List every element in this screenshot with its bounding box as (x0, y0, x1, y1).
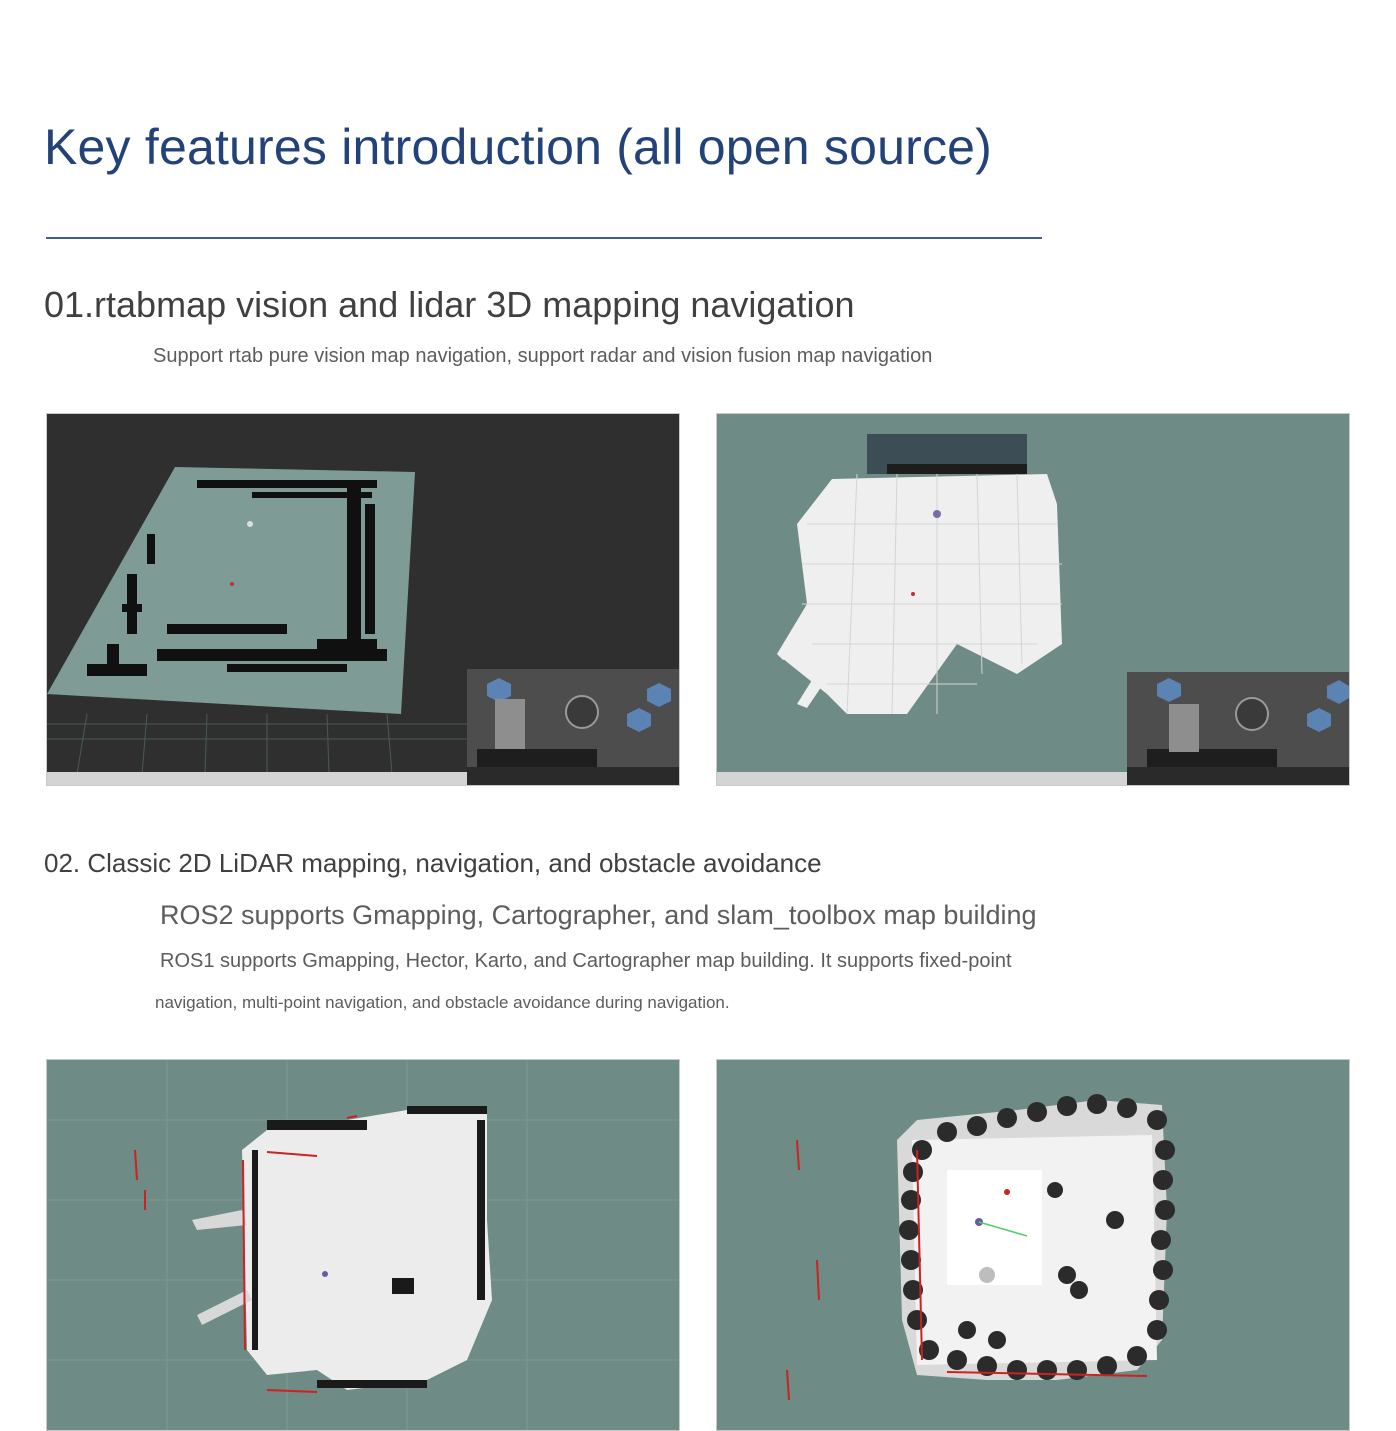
section-1-description: Support rtab pure vision map navigation,… (153, 345, 933, 367)
page-title: Key features introduction (all open sour… (44, 119, 993, 175)
section-1-heading: 01.rtabmap vision and lidar 3D mapping n… (44, 284, 855, 325)
ros1-support-line-continued: navigation, multi-point navigation, and … (155, 993, 730, 1012)
lidar-costmap-image (716, 1059, 1350, 1431)
section-2-heading: 02. Classic 2D LiDAR mapping, navigation… (44, 848, 822, 878)
rtabmap-vision-map-image (46, 413, 680, 786)
rtabmap-fusion-map-image (716, 413, 1350, 786)
title-divider (46, 237, 1042, 239)
lidar-2d-map-image (46, 1059, 680, 1431)
ros1-support-line: ROS1 supports Gmapping, Hector, Karto, a… (160, 950, 1012, 972)
ros2-support-line: ROS2 supports Gmapping, Cartographer, an… (160, 900, 1037, 930)
